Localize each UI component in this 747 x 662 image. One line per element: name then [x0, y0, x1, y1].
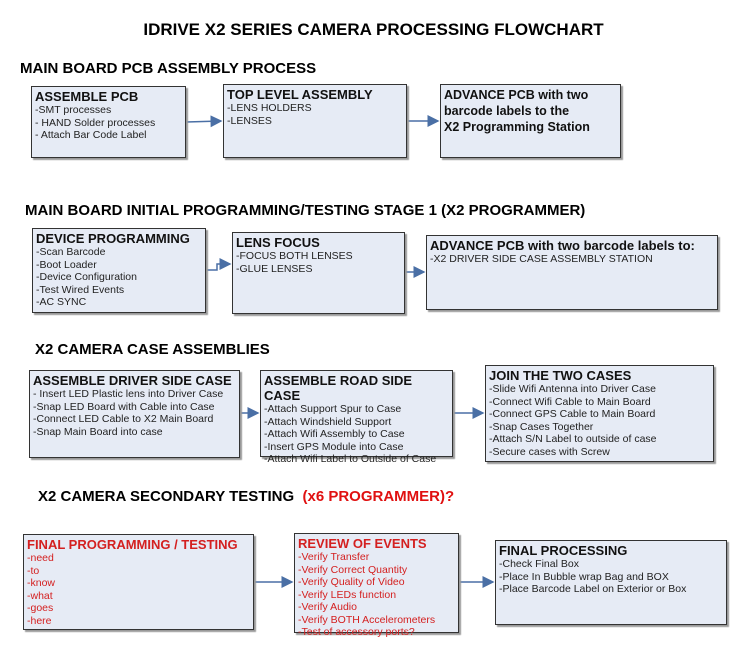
box-title: ADVANCE PCB with two barcode labels to:	[430, 238, 695, 253]
box-item: -Attach Windshield Support	[264, 415, 392, 428]
box-item: -what	[27, 589, 53, 602]
process-box-top-level-assembly: TOP LEVEL ASSEMBLY-LENS HOLDERS-LENSES	[223, 84, 407, 158]
process-box-review-of-events: REVIEW OF EVENTS-Verify Transfer-Verify …	[294, 533, 459, 638]
process-box-advance-pcb-to-programming: ADVANCE PCB with two barcode labels to th…	[440, 84, 621, 158]
arrow	[185, 115, 223, 128]
process-box-assemble-driver-side-case: ASSEMBLE DRIVER SIDE CASE- Insert LED Pl…	[29, 370, 240, 458]
page-title: IDRIVE X2 SERIES CAMERA PROCESSING FLOWC…	[143, 20, 604, 39]
box-item: -need	[27, 552, 54, 564]
box-item: -Connect LED Cable to X2 Main Board	[33, 413, 214, 425]
box-item: -X2 DRIVER SIDE CASE ASSEMBLY STATION	[430, 253, 653, 265]
section-heading-programming: MAIN BOARD INITIAL PROGRAMMING/TESTING S…	[25, 202, 586, 219]
box-item: -SMT processes	[35, 104, 112, 116]
process-box-advance-pcb-to-driver-case: ADVANCE PCB with two barcode labels to:-…	[426, 235, 718, 310]
box-item: -Place In Bubble wrap Bag and BOX	[499, 570, 669, 583]
box-item: -goes	[27, 602, 54, 614]
box-title: LENS FOCUS	[236, 235, 320, 250]
box-title: TOP LEVEL ASSEMBLY	[227, 87, 373, 102]
process-box-lens-focus: LENS FOCUS-FOCUS BOTH LENSES-GLUE LENSES	[232, 232, 405, 314]
box-item: -Slide Wifi Antenna into Driver Case	[489, 383, 656, 395]
box-item: -Snap Cases Together	[489, 420, 594, 433]
section-heading-case-assemblies: X2 CAMERA CASE ASSEMBLIES	[35, 341, 270, 358]
box-item: -Attach Wifi Assembly to Case	[264, 428, 405, 440]
process-box-final-programming-testing: FINAL PROGRAMMING / TESTING-need-to-know…	[23, 534, 254, 630]
box-title: ASSEMBLE ROAD SIDE CASE	[264, 373, 413, 403]
process-box-assemble-pcb: ASSEMBLE PCB -SMT processes- HAND Solder…	[31, 86, 186, 158]
box-item: -Scan Barcode	[36, 246, 106, 258]
box-title: FINAL PROGRAMMING / TESTING	[27, 537, 238, 552]
box-item: -Verify Quality of Video	[298, 576, 405, 588]
box-item: -GLUE LENSES	[236, 262, 313, 275]
process-box-device-programming: DEVICE PROGRAMMING-Scan Barcode-Boot Loa…	[32, 228, 206, 313]
box-item: -Verify Transfer	[298, 551, 370, 563]
box-item: -Verify Audio	[298, 601, 357, 613]
box-title: DEVICE PROGRAMMING	[36, 231, 190, 246]
box-item: -Verify Correct Quantity	[298, 563, 408, 576]
box-item: -Test Wired Events	[36, 283, 125, 296]
box-title: ASSEMBLE DRIVER SIDE CASE	[33, 373, 232, 388]
process-box-final-processing: FINAL PROCESSING -Check Final Box-Place …	[495, 540, 727, 625]
heading-text: X2 CAMERA SECONDARY TESTING	[38, 488, 295, 505]
box-item: -Boot Loader	[36, 258, 97, 271]
box-item: - Insert LED Plastic lens into Driver Ca…	[33, 388, 224, 400]
arrow	[206, 258, 232, 271]
box-item: - Attach Bar Code Label	[35, 129, 147, 141]
box-item: -AC SYNC	[36, 296, 87, 308]
box-item: -Place Barcode Label on Exterior or Box	[499, 583, 687, 595]
box-title: FINAL PROCESSING	[499, 543, 628, 558]
box-item: - HAND Solder processes	[35, 116, 156, 129]
box-title-line: barcode labels to the	[444, 104, 570, 118]
section-heading-pcb-assembly: MAIN BOARD PCB ASSEMBLY PROCESS	[20, 60, 317, 77]
heading-red-text: (x6 PROGRAMMER)?	[302, 488, 455, 505]
box-item: -Test of accessory ports?	[298, 626, 415, 638]
box-title: REVIEW OF EVENTS	[298, 536, 427, 551]
process-box-assemble-road-side-case: ASSEMBLE ROAD SIDE CASE-Attach Support S…	[260, 370, 453, 465]
box-item: -Snap Main Board into case	[33, 425, 163, 438]
box-item: -Attach S/N Label to outside of case	[489, 433, 657, 445]
box-item: -here	[27, 614, 52, 627]
box-title: ASSEMBLE PCB	[35, 89, 139, 104]
section-heading-secondary-testing: X2 CAMERA SECONDARY TESTING (x6 PROGRAMM…	[38, 488, 454, 505]
box-item: -know	[27, 577, 56, 589]
box-item: -Connect Wifi Cable to Main Board	[489, 395, 651, 408]
box-item: -FOCUS BOTH LENSES	[236, 250, 353, 262]
box-item: -Secure cases with Screw	[489, 445, 610, 458]
box-item: -Attach Wifi Label to Outside of Case	[264, 453, 437, 465]
box-item: -Insert GPS Module into Case	[264, 440, 404, 453]
box-item: -LENS HOLDERS	[227, 102, 312, 114]
box-item: -Verify LEDs function	[298, 588, 397, 601]
box-item: -LENSES	[227, 114, 272, 127]
box-item: -Device Configuration	[36, 271, 137, 283]
box-title-line: X2 Programming Station	[444, 120, 590, 134]
box-item: -Check Final Box	[499, 558, 579, 570]
box-item: -to	[27, 564, 40, 577]
box-title: JOIN THE TWO CASES	[489, 368, 632, 383]
box-title-line: ADVANCE PCB with two	[444, 88, 589, 102]
box-item: -Snap LED Board with Cable into Case	[33, 400, 215, 413]
box-item: -Attach Support Spur to Case	[264, 403, 402, 415]
process-box-join-the-two-cases: JOIN THE TWO CASES-Slide Wifi Antenna in…	[485, 365, 714, 462]
box-item: -Verify BOTH Accelerometers	[298, 613, 436, 626]
box-item: -Connect GPS Cable to Main Board	[489, 408, 656, 420]
